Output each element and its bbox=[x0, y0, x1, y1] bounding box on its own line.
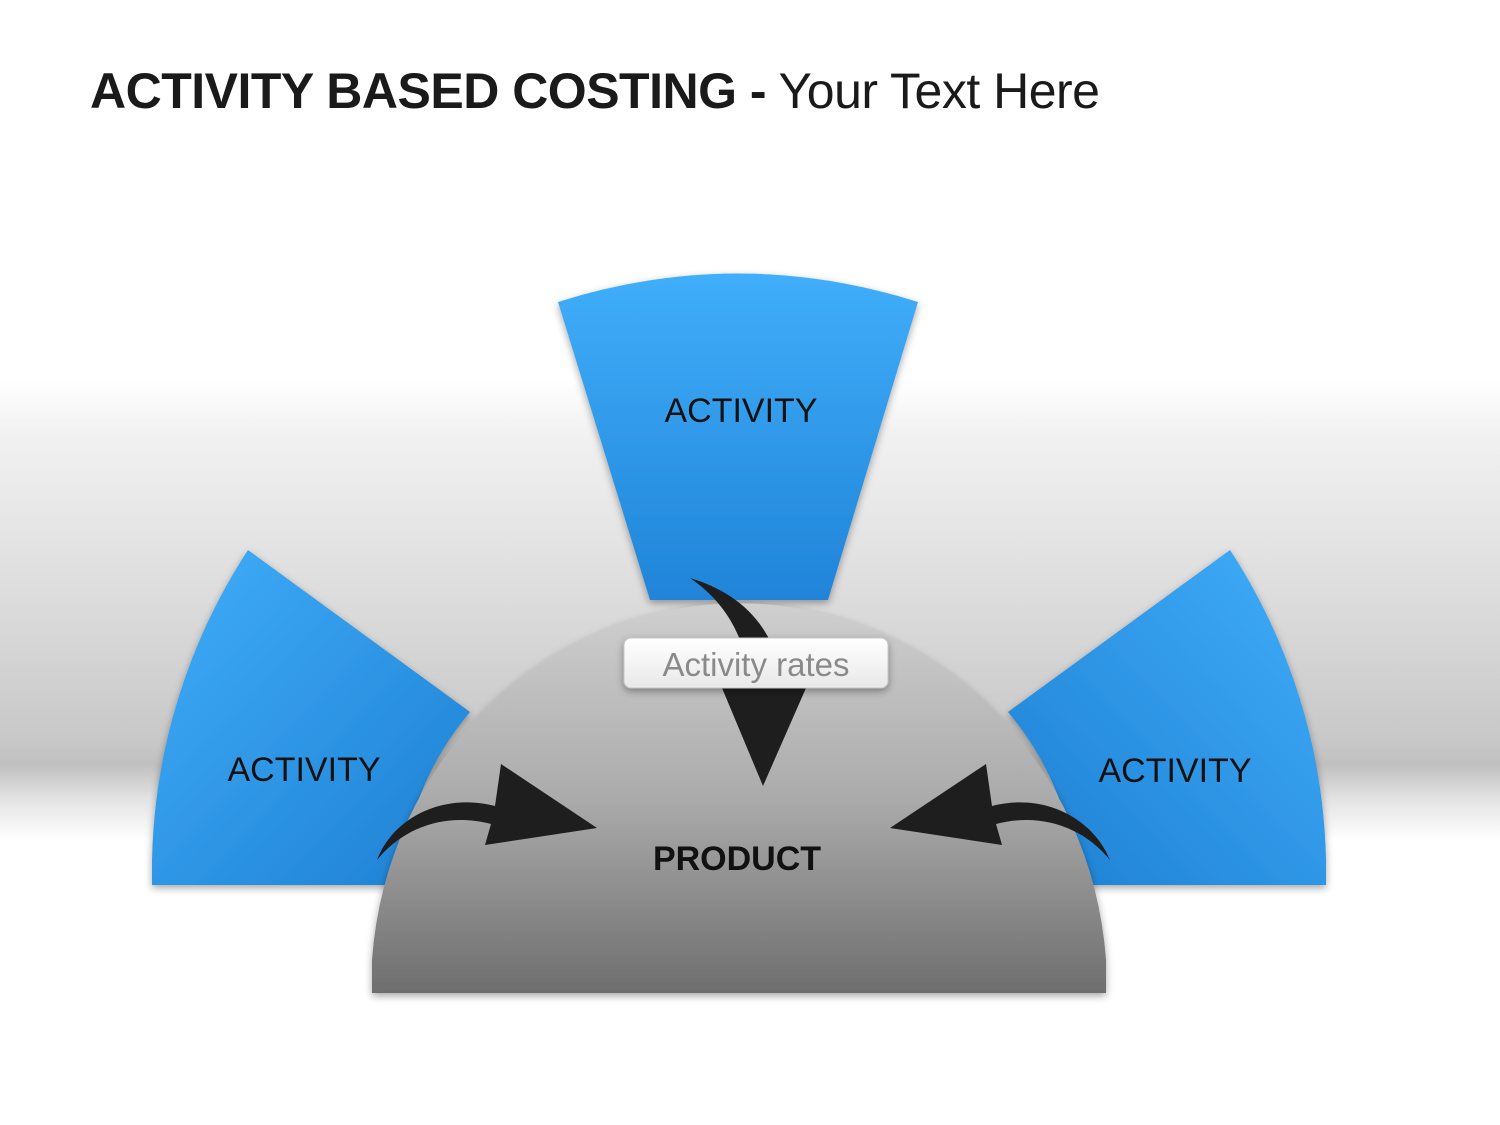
activity-rates-label: Activity rates bbox=[662, 646, 849, 683]
arrow-left-icon bbox=[890, 764, 1110, 860]
activity-label-left: ACTIVITY bbox=[227, 751, 380, 789]
product-label: PRODUCT bbox=[653, 840, 821, 878]
arrow-right-icon bbox=[377, 764, 597, 860]
product-semicircle bbox=[372, 603, 1106, 993]
title-light: Your Text Here bbox=[778, 63, 1100, 119]
title-bold: ACTIVITY BASED COSTING - bbox=[90, 63, 767, 119]
activity-rates-box bbox=[623, 637, 889, 689]
activity-label-right: ACTIVITY bbox=[1098, 752, 1251, 790]
activity-segment-left bbox=[152, 550, 470, 885]
activity-segment-right bbox=[1008, 550, 1326, 885]
page-title: ACTIVITY BASED COSTING - Your Text Here bbox=[90, 62, 1100, 120]
activity-label-top: ACTIVITY bbox=[664, 392, 817, 430]
activity-segment-top bbox=[558, 273, 918, 600]
